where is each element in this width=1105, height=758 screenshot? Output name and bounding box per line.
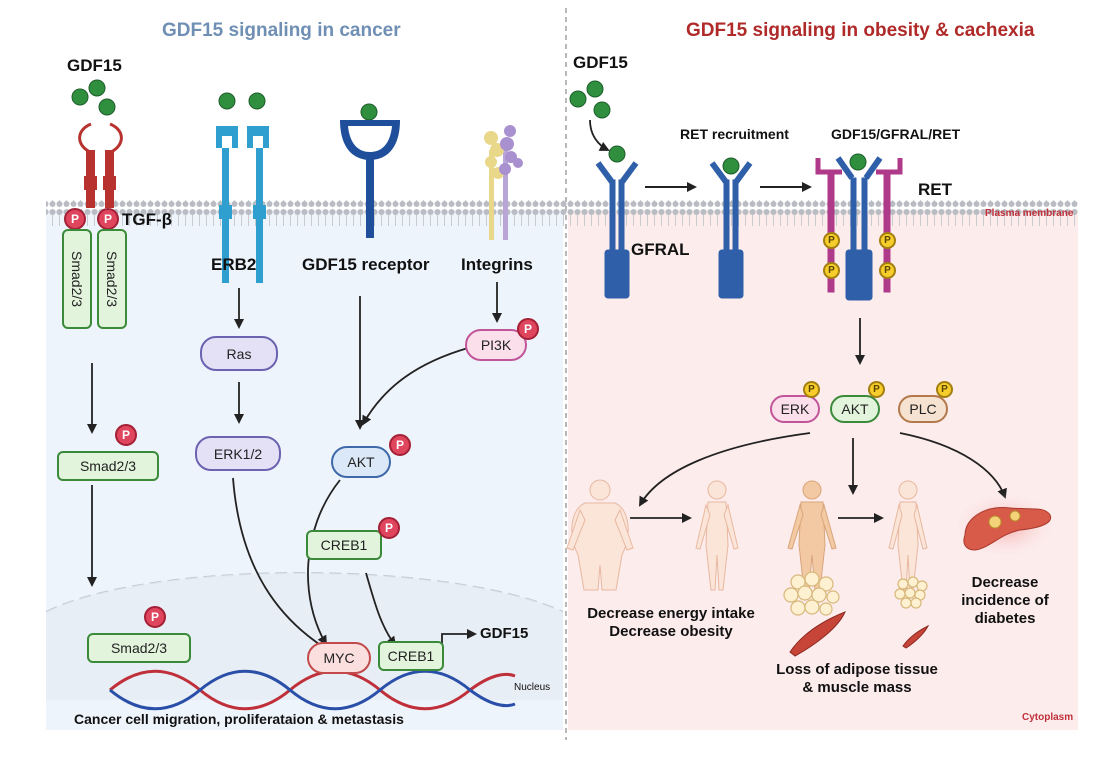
- plasma-membrane: [46, 200, 1078, 226]
- ret-label: RET: [918, 180, 952, 199]
- complex-label: GDF15/GFRAL/RET: [831, 126, 961, 142]
- creb1-nucleus-node: CREB1: [378, 641, 444, 671]
- diabetes-outcome-line1: Decrease: [971, 574, 1039, 591]
- smad-cytoplasm-phospho: P: [115, 424, 137, 446]
- gdf15-gene-output: GDF15: [480, 625, 529, 642]
- ret-recruitment-label: RET recruitment: [680, 126, 789, 142]
- tgfb-receptor: [78, 122, 123, 208]
- erb2-label: ERB2: [211, 255, 257, 274]
- smad-cytoplasm-node: Smad2/3: [57, 451, 159, 481]
- pi3k-node: PI3K: [465, 329, 527, 361]
- ret-phospho-1: P: [823, 232, 840, 249]
- pi3k-phospho: P: [517, 318, 539, 340]
- tgfb-label: TGF-β: [122, 210, 173, 229]
- right-panel-title: GDF15 signaling in obesity & cachexia: [686, 20, 1035, 41]
- akt-right-phospho: P: [868, 381, 885, 398]
- erk12-node: ERK1/2: [195, 436, 281, 471]
- gfral-receptor-1: [595, 161, 639, 299]
- smad-nucleus-phospho: P: [144, 606, 166, 628]
- gdf15-ligands-right: [569, 80, 867, 175]
- akt-right-node: AKT: [830, 395, 880, 423]
- obese-body-icon: [566, 479, 634, 591]
- myc-node: MYC: [307, 642, 371, 674]
- ret-phospho-4: P: [879, 262, 896, 279]
- pancreas-icon: [955, 493, 1055, 557]
- ras-node: Ras: [200, 336, 278, 371]
- creb1-cytoplasm-node: CREB1: [306, 530, 382, 560]
- plasma-membrane-label: Plasma membrane: [985, 208, 1074, 219]
- diabetes-outcome-line3: diabetes: [974, 610, 1036, 627]
- left-outcome-label: Cancer cell migration, proliferataion & …: [74, 711, 404, 727]
- akt-phospho: P: [389, 434, 411, 456]
- ret-phospho-3: P: [879, 232, 896, 249]
- gfral-label: GFRAL: [631, 240, 690, 259]
- akt-node: AKT: [331, 446, 391, 478]
- wasted-body-icon: [888, 480, 928, 591]
- muscle-large-icon: [789, 611, 846, 657]
- smad-receptor-1: Smad2/3: [62, 229, 92, 329]
- energy-outcome-line1: Decrease energy intake: [587, 605, 755, 622]
- smad-receptor-2: Smad2/3: [97, 229, 127, 329]
- ligand-binding-arrow: [589, 119, 610, 151]
- gdf15-label-left: GDF15: [67, 56, 122, 75]
- tgfb-phospho-1: P: [64, 208, 86, 230]
- slim-body-icon: [695, 480, 739, 591]
- diabetes-outcome-line2: incidence of: [961, 592, 1049, 609]
- gdf15-ligands-left: [71, 79, 378, 121]
- gdf15-label-right: GDF15: [573, 53, 628, 72]
- adipose-tissue-small-icon: [894, 576, 928, 609]
- smad-nucleus-node: Smad2/3: [87, 633, 191, 663]
- adipose-tissue-large-icon: [783, 571, 840, 616]
- integrins-receptor: [484, 125, 523, 240]
- erk-phospho: P: [803, 381, 820, 398]
- plc-phospho: P: [936, 381, 953, 398]
- erk-node: ERK: [770, 395, 820, 423]
- cytoplasm-label: Cytoplasm: [1022, 712, 1074, 723]
- integrins-label: Integrins: [461, 255, 533, 274]
- ret-phospho-2: P: [823, 262, 840, 279]
- muscle-small-icon: [902, 624, 930, 649]
- energy-outcome-line2: Decrease obesity: [609, 623, 733, 640]
- left-panel-title: GDF15 signaling in cancer: [162, 20, 401, 41]
- right-cytoplasm-panel: [568, 210, 1078, 730]
- gdf15-receptor-label: GDF15 receptor: [302, 255, 430, 274]
- plc-node: PLC: [898, 395, 948, 423]
- nucleus-label: Nucleus: [514, 682, 551, 693]
- normal-body-icon: [787, 480, 837, 591]
- creb1-cytoplasm-phospho: P: [378, 517, 400, 539]
- tissue-outcome-line1: Loss of adipose tissue: [776, 661, 938, 678]
- erb2-receptor: [216, 126, 269, 283]
- tgfb-phospho-2: P: [97, 208, 119, 230]
- gfral-receptor-2: [709, 161, 753, 299]
- tissue-outcome-line2: & muscle mass: [802, 679, 912, 696]
- gdf15-receptor: [340, 120, 400, 238]
- right-pathway-arrows: [630, 318, 1007, 523]
